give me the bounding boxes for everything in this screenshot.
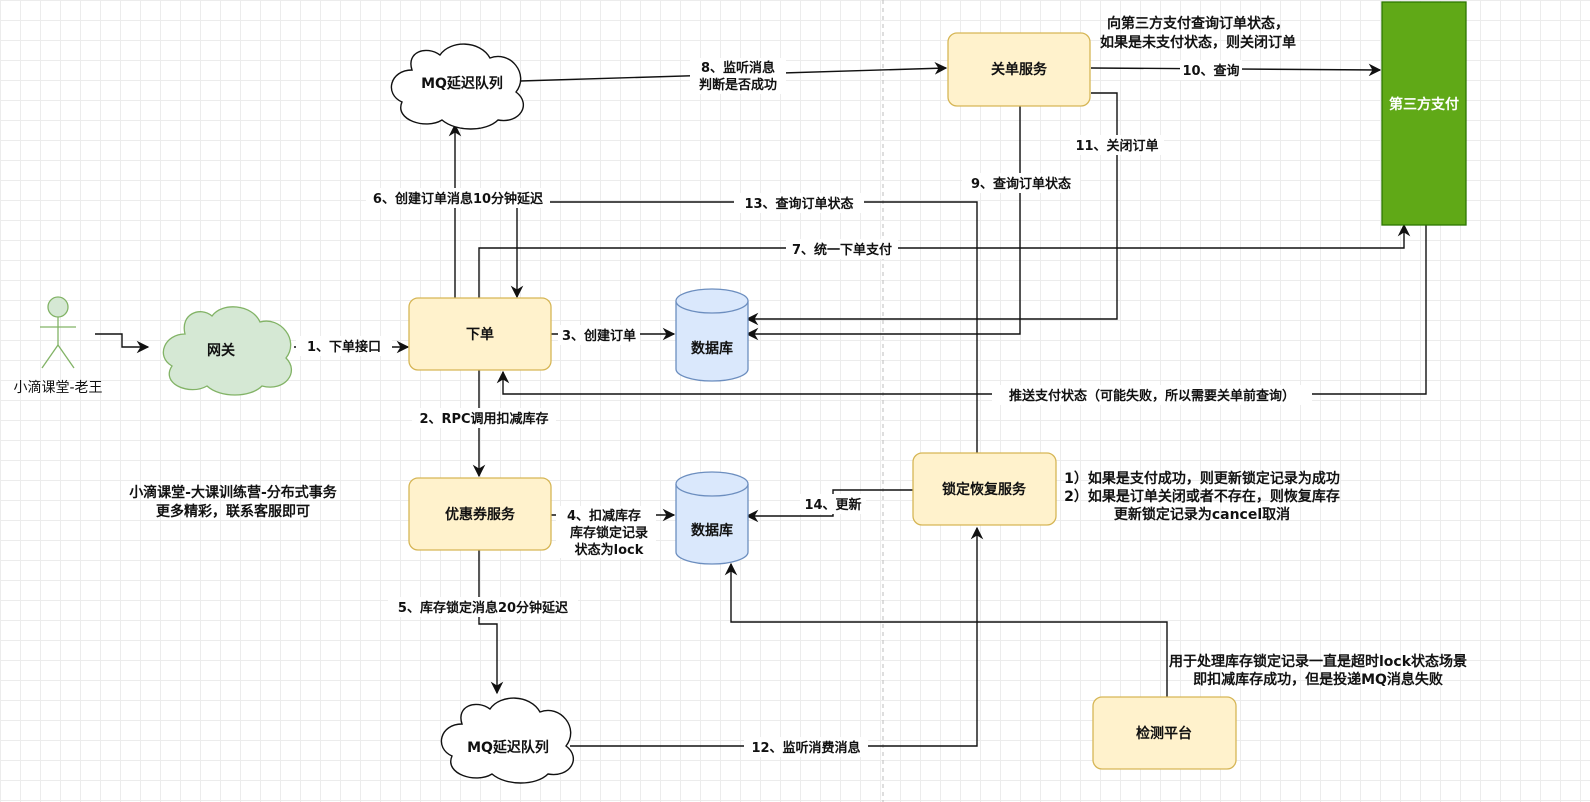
svg-text:7、统一下单支付: 7、统一下单支付 — [792, 242, 892, 258]
svg-text:8、监听消息: 8、监听消息 — [701, 60, 775, 76]
edge-5 — [478, 550, 504, 695]
edge-12 — [570, 526, 984, 747]
monitor-platform-node: 检测平台 — [1092, 696, 1237, 770]
edge-push-label: 推送支付状态（可能失败，所以需要关单前查询） — [992, 385, 1312, 405]
promo-note: 小滴课堂-大课训练营-分布式事务 更多精彩，联系客服即可 — [129, 484, 338, 520]
edge-actor-gateway — [95, 333, 150, 354]
actor-label: 小滴课堂-老王 — [13, 379, 102, 396]
edge-7-label: 7、统一下单支付 — [786, 239, 898, 259]
third-party-label: 第三方支付 — [1389, 96, 1459, 113]
edge-4-label: 4、扣减库存 库存锁定记录 状态为lock — [556, 506, 656, 558]
svg-text:推送支付状态（可能失败，所以需要关单前查询）: 推送支付状态（可能失败，所以需要关单前查询） — [1009, 388, 1295, 404]
edge-12-label: 12、监听消费消息 — [744, 737, 868, 757]
svg-text:4、扣减库存: 4、扣减库存 — [567, 508, 641, 524]
mq-top-label: MQ延迟队列 — [421, 75, 503, 92]
edge-11 — [745, 92, 1118, 326]
svg-text:更新锁定记录为cancel取消: 更新锁定记录为cancel取消 — [1114, 506, 1290, 523]
edge-5-label: 5、库存锁定消息20分钟延迟 — [388, 597, 578, 617]
close-service-node: 关单服务 — [947, 32, 1091, 107]
svg-text:更多精彩，联系客服即可: 更多精彩，联系客服即可 — [156, 503, 310, 520]
svg-text:1、下单接口: 1、下单接口 — [307, 339, 381, 355]
gateway-label: 网关 — [207, 342, 235, 359]
svg-text:11、关闭订单: 11、关闭订单 — [1075, 138, 1158, 154]
close-service-label: 关单服务 — [991, 61, 1048, 78]
monitor-platform-label: 检测平台 — [1136, 725, 1192, 742]
svg-text:状态为lock: 状态为lock — [575, 542, 644, 558]
edge-8-label: 8、监听消息 判断是否成功 — [690, 58, 786, 94]
svg-text:2）如果是订单关闭或者不存在，则恢复库存: 2）如果是订单关闭或者不存在，则恢复库存 — [1064, 488, 1340, 505]
svg-text:库存锁定记录: 库存锁定记录 — [570, 525, 648, 541]
svg-text:13、查询订单状态: 13、查询订单状态 — [744, 196, 853, 212]
order-label: 下单 — [466, 326, 494, 343]
edge-3-label: 3、创建订单 — [558, 325, 640, 345]
svg-text:如果是未支付状态，则关闭订单: 如果是未支付状态，则关闭订单 — [1100, 34, 1296, 51]
svg-text:2、RPC调用扣减库存: 2、RPC调用扣减库存 — [419, 411, 548, 427]
third-party-node: 第三方支付 — [1381, 1, 1467, 226]
edge-10-label: 10、查询 — [1180, 60, 1242, 80]
database-bottom: 数据库 — [675, 471, 749, 565]
edge-6-label: 6、创建订单消息10分钟延迟 — [366, 188, 550, 208]
lock-restore-service-node: 锁定恢复服务 — [912, 452, 1057, 526]
svg-text:3、创建订单: 3、创建订单 — [562, 328, 636, 344]
edge-1-label: 1、下单接口 — [296, 336, 392, 356]
svg-text:9、查询订单状态: 9、查询订单状态 — [971, 176, 1071, 192]
database-bottom-label: 数据库 — [691, 522, 733, 539]
actor-user: 小滴课堂-老王 — [13, 296, 103, 396]
svg-text:6、创建订单消息10分钟延迟: 6、创建订单消息10分钟延迟 — [373, 191, 543, 207]
edge-13-label: 13、查询订单状态 — [734, 193, 864, 213]
svg-text:5、库存锁定消息20分钟延迟: 5、库存锁定消息20分钟延迟 — [398, 600, 568, 616]
lock-restore-service-label: 锁定恢复服务 — [942, 481, 1027, 498]
edge-monitor — [724, 562, 1168, 697]
edge-11-label: 11、关闭订单 — [1070, 135, 1164, 155]
coupon-service-label: 优惠券服务 — [445, 506, 516, 523]
edge-7 — [478, 223, 1411, 298]
restore-note: 1）如果是支付成功，则更新锁定记录为成功 2）如果是订单关闭或者不存在，则恢复库… — [1064, 470, 1340, 523]
close-note: 向第三方支付查询订单状态， 如果是未支付状态，则关闭订单 — [1100, 15, 1296, 51]
edge-push — [496, 225, 1427, 395]
svg-text:14、更新: 14、更新 — [804, 497, 861, 513]
edge-2-label: 2、RPC调用扣减库存 — [412, 408, 556, 428]
svg-text:用于处理库存锁定记录一直是超时lock状态场景: 用于处理库存锁定记录一直是超时lock状态场景 — [1169, 653, 1467, 670]
svg-text:小滴课堂-大课训练营-分布式事务: 小滴课堂-大课训练营-分布式事务 — [129, 484, 338, 501]
mq-bottom-cloud: MQ延迟队列 — [440, 697, 575, 784]
svg-text:10、查询: 10、查询 — [1182, 63, 1239, 79]
database-top: 数据库 — [675, 288, 749, 382]
mq-top-cloud: MQ延迟队列 — [390, 43, 525, 130]
svg-text:12、监听消费消息: 12、监听消费消息 — [751, 740, 860, 756]
edge-9-label: 9、查询订单状态 — [962, 173, 1080, 193]
svg-text:1）如果是支付成功，则更新锁定记录为成功: 1）如果是支付成功，则更新锁定记录为成功 — [1064, 470, 1340, 487]
mq-bottom-label: MQ延迟队列 — [467, 739, 549, 756]
svg-text:即扣减库存成功，但是投递MQ消息失败: 即扣减库存成功，但是投递MQ消息失败 — [1193, 671, 1444, 688]
svg-text:判断是否成功: 判断是否成功 — [699, 77, 777, 93]
edge-14-label: 14、更新 — [800, 494, 866, 514]
monitor-note: 用于处理库存锁定记录一直是超时lock状态场景 即扣减库存成功，但是投递MQ消息… — [1169, 653, 1467, 688]
coupon-service-node: 优惠券服务 — [408, 477, 552, 551]
gateway-cloud: 网关 — [162, 306, 292, 396]
database-top-label: 数据库 — [691, 340, 733, 357]
svg-text:向第三方支付查询订单状态，: 向第三方支付查询订单状态， — [1107, 15, 1289, 32]
order-node: 下单 — [408, 297, 552, 371]
